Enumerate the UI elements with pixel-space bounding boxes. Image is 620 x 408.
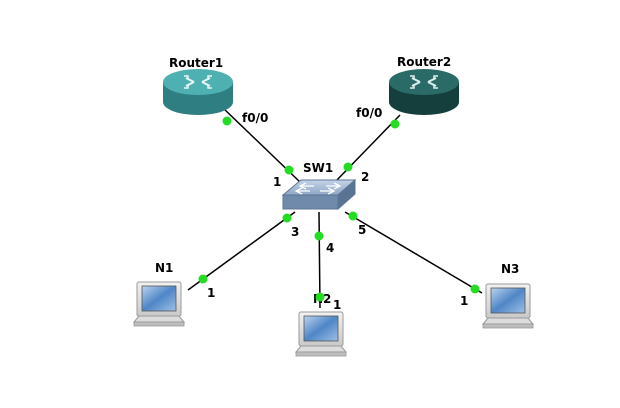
port-dots — [198, 116, 480, 302]
port-label-router1-f0-0: f0/0 — [242, 111, 268, 125]
switch-icon — [281, 178, 357, 211]
n3-node[interactable]: N3 — [482, 262, 534, 329]
router-icon — [163, 69, 233, 115]
port-dot-sw1-1 — [284, 165, 294, 175]
port-dot-n1-1 — [198, 274, 208, 284]
n1-label: N1 — [155, 261, 173, 275]
port-dot-sw1-5 — [348, 211, 358, 221]
n1-node[interactable]: N1 — [133, 261, 185, 327]
port-label-n1-1: 1 — [207, 286, 215, 300]
router2-node[interactable]: Router2 — [389, 55, 459, 115]
port-label-router2-f0-0: f0/0 — [356, 106, 382, 120]
router1-node[interactable]: Router1 — [163, 56, 233, 115]
port-dot-router2-f0-0 — [390, 119, 400, 129]
port-labels: f0/0 1 f0/0 2 3 1 4 1 5 1 — [207, 106, 468, 312]
port-dot-n2-1 — [315, 292, 325, 302]
link-sw1-n3[interactable] — [344, 211, 483, 294]
link-sw1-n2[interactable] — [318, 211, 321, 309]
port-label-sw1-2: 2 — [361, 170, 369, 184]
port-dot-sw1-4 — [314, 231, 324, 241]
sw1-label: SW1 — [303, 161, 333, 175]
router-icon — [389, 69, 459, 115]
port-dot-sw1-3 — [282, 213, 292, 223]
laptop-icon — [133, 281, 185, 327]
router2-label: Router2 — [397, 55, 451, 69]
port-label-sw1-4: 4 — [326, 241, 334, 255]
port-label-n3-1: 1 — [460, 294, 468, 308]
port-label-sw1-3: 3 — [291, 225, 299, 239]
port-dot-sw1-2 — [343, 162, 353, 172]
sw1-node[interactable]: SW1 — [281, 161, 357, 211]
port-label-n2-1: 1 — [333, 298, 341, 312]
port-label-sw1-1: 1 — [273, 175, 281, 189]
laptop-icon — [482, 283, 534, 329]
port-dot-router1-f0-0 — [222, 116, 232, 126]
port-label-sw1-5: 5 — [358, 223, 366, 237]
router1-label: Router1 — [169, 56, 223, 70]
port-dot-n3-1 — [470, 284, 480, 294]
n3-label: N3 — [501, 262, 519, 276]
laptop-icon — [295, 311, 347, 357]
